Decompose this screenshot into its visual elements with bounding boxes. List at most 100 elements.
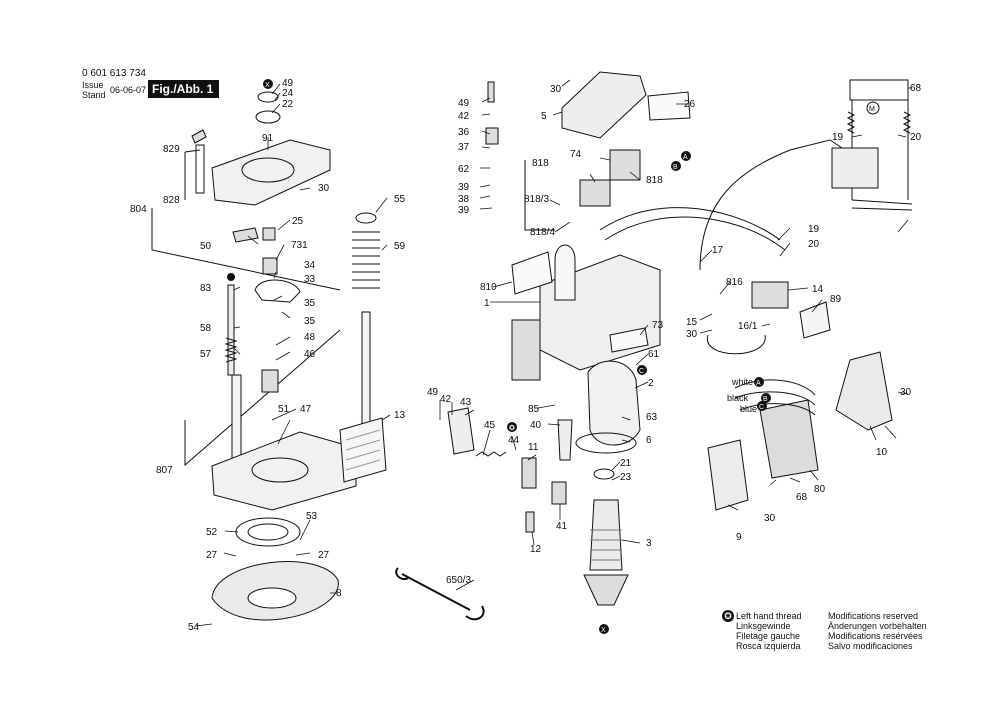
bearing-21	[593, 468, 615, 480]
motor-symbol-text: M	[869, 106, 875, 113]
callout: 44	[508, 435, 520, 446]
callout: 85	[528, 404, 540, 415]
wire-19	[599, 207, 781, 241]
marker-a-wire-text: A	[756, 380, 761, 387]
callout: 73	[652, 320, 664, 331]
bracket-807	[184, 329, 341, 467]
legend-modifications: Modifications reserved Änderungen vorbeh…	[828, 611, 927, 651]
motor-cap-5	[561, 71, 647, 139]
legend-line: Linksgewinde	[736, 621, 791, 631]
callout: 61	[648, 349, 660, 360]
callout: 20	[808, 239, 820, 250]
callout: 68	[796, 492, 808, 503]
housing-80	[759, 399, 819, 479]
legend-line: Filetage gauche	[736, 631, 801, 641]
callout: 91	[262, 133, 274, 144]
callout: 63	[646, 412, 658, 423]
wire-label-black: black	[727, 393, 749, 403]
handle-left	[511, 319, 541, 381]
part-46	[261, 369, 279, 393]
motor-symbol	[866, 101, 880, 115]
star-44-text: ✪	[509, 424, 515, 432]
column-828	[195, 144, 205, 194]
callout: 804	[130, 204, 147, 215]
callout: 22	[282, 99, 294, 110]
router-head-plate	[211, 139, 331, 206]
wire-20	[604, 216, 786, 251]
callout: 54	[188, 622, 200, 633]
callout: 89	[830, 294, 842, 305]
armature-3	[589, 499, 623, 571]
wire-white	[734, 379, 816, 396]
callout: 55	[394, 194, 406, 205]
bracket-804	[151, 208, 341, 291]
brush-holder-818	[609, 149, 641, 181]
callout: 48	[304, 332, 316, 343]
bracket-829	[184, 149, 201, 200]
callout: 40	[530, 420, 542, 431]
callout: 731	[291, 240, 308, 251]
callout: 27	[206, 550, 218, 561]
figure-label: Fig./Abb. 1	[148, 80, 219, 98]
legend-line: Modifications resérvées	[828, 631, 923, 641]
callout: 49	[427, 387, 439, 398]
spindle-40	[557, 419, 573, 461]
callout: 818	[532, 158, 549, 169]
bracket-818	[524, 160, 555, 231]
rod-58	[227, 284, 235, 376]
circuit-68	[849, 79, 909, 101]
callout: 27	[318, 550, 330, 561]
spring-59	[352, 231, 380, 289]
callout: 24	[282, 88, 294, 99]
callout: 26	[684, 99, 696, 110]
label-810	[511, 251, 553, 295]
callout: 42	[440, 394, 452, 405]
callout: 16/1	[738, 321, 758, 332]
cover-49	[257, 91, 279, 103]
callout: 68	[910, 83, 922, 94]
callout: 62	[458, 164, 470, 175]
callout: 2	[648, 378, 654, 389]
callout: 80	[814, 484, 826, 495]
switch-14	[751, 281, 789, 309]
marker-a-top	[681, 151, 691, 161]
callout: 17	[712, 245, 724, 256]
callout: 41	[556, 521, 568, 532]
callout: 650/3	[446, 575, 471, 586]
marker-c-wire	[757, 401, 767, 411]
collar-810	[554, 244, 576, 301]
callout: 47	[300, 404, 312, 415]
seal-6	[575, 432, 637, 454]
marker-b-top	[671, 161, 681, 171]
ball-83	[227, 273, 235, 281]
callout: 53	[306, 511, 318, 522]
callout: 13	[394, 410, 406, 421]
issue-date: 06-06-07	[110, 85, 147, 95]
wrench-650-3	[395, 567, 485, 621]
wire-loop	[707, 334, 766, 355]
callout: 829	[163, 144, 180, 155]
marker-b-wire-text: B	[763, 396, 768, 403]
part-25	[262, 227, 276, 241]
legend-line: Salvo modificaciones	[828, 641, 913, 651]
handle-10	[835, 351, 893, 431]
left-thread-star-icon: ✪	[722, 610, 734, 622]
callout: 37	[458, 142, 470, 153]
callout: 818	[646, 175, 663, 186]
base-807	[211, 431, 357, 511]
callout: 50	[200, 241, 212, 252]
callout: 9	[736, 532, 742, 543]
marker-x-bottom-text: X	[601, 627, 606, 634]
callout: 818/3	[524, 194, 549, 205]
legend-left-thread: Left hand thread Linksgewinde Filetage g…	[736, 611, 802, 651]
leaders-center	[439, 79, 823, 591]
clip-89	[799, 301, 831, 339]
stand-label: Stand	[82, 90, 106, 100]
callout: 807	[156, 465, 173, 476]
callout: 30	[900, 387, 912, 398]
callout: 19	[832, 132, 844, 143]
callout: 43	[460, 397, 472, 408]
legend-line: Rosca izquierda	[736, 641, 801, 651]
callout: 816	[726, 277, 743, 288]
armature-windings	[590, 529, 622, 561]
